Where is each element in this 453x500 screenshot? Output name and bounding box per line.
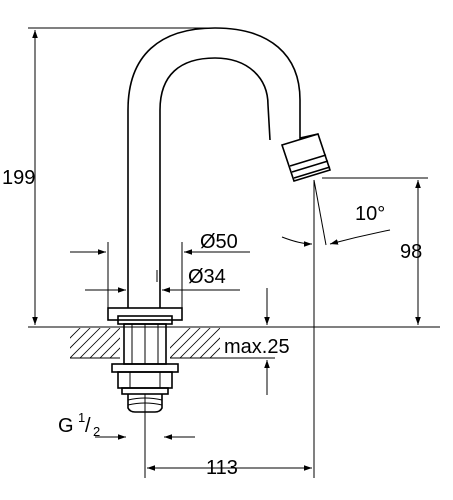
label-thread-denominator: 2 <box>93 424 100 439</box>
dim-angle <box>281 179 391 247</box>
aerator <box>280 133 332 182</box>
label-height-total: 199 <box>2 167 35 189</box>
dim-reach <box>144 180 315 478</box>
label-thread-numerator: 1 <box>78 410 85 425</box>
label-max-thickness: max.25 <box>224 336 290 358</box>
label-angle: 10° <box>355 203 385 225</box>
fixing-nut <box>111 363 179 395</box>
dim-max-thickness <box>178 288 275 395</box>
label-reach: 113 <box>206 457 238 479</box>
dim-height-total <box>28 27 215 325</box>
label-thread-prefix: G <box>58 415 74 437</box>
label-height-outlet: 98 <box>400 241 422 263</box>
base-flange <box>107 307 183 321</box>
faucet-body <box>107 27 332 413</box>
label-thread-separator: / <box>85 415 91 437</box>
dim-diameter-base <box>70 242 250 308</box>
dim-height-outlet <box>322 177 428 325</box>
label-diameter-base: Ø50 <box>200 231 238 253</box>
threaded-shank <box>123 323 167 365</box>
label-diameter-shank: Ø34 <box>188 266 226 288</box>
